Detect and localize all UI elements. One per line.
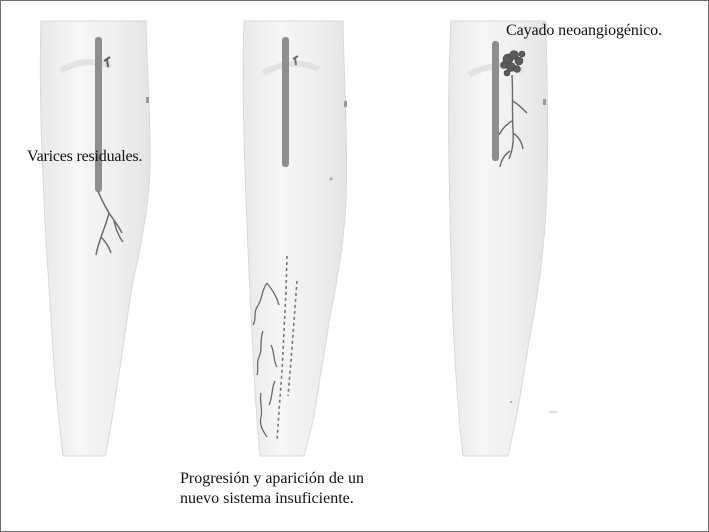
annotation-progression-line-1: Progresión y aparición de un: [180, 469, 364, 489]
leg-middle-side-tick: [344, 101, 347, 107]
annotation-residual-varices: Varices residuales.: [27, 148, 142, 166]
leg-right-side-tick: [543, 99, 546, 105]
leg-middle-speck: [330, 178, 333, 181]
leg-left-side-tick: [146, 97, 149, 103]
leg-right-red-speck: [510, 401, 512, 403]
leg-right-neoangiogenesis: [449, 21, 557, 456]
leg-middle-progression: [243, 21, 347, 456]
annotation-progression-line-2: nuevo sistema insuficiente.: [180, 489, 364, 509]
annotation-neoangiogenic-crossing: Cayado neoangiogénico.: [506, 22, 662, 40]
leg-right-saphenous-trunk: [492, 41, 499, 161]
leg-left-residual-varices: [40, 21, 150, 456]
leg-middle-outline: [243, 21, 346, 456]
annotation-progression: Progresión y aparición de un nuevo siste…: [180, 469, 364, 509]
leg-middle-saphenous-trunk: [282, 37, 289, 167]
leg-left-saphenous-trunk: [95, 37, 102, 192]
